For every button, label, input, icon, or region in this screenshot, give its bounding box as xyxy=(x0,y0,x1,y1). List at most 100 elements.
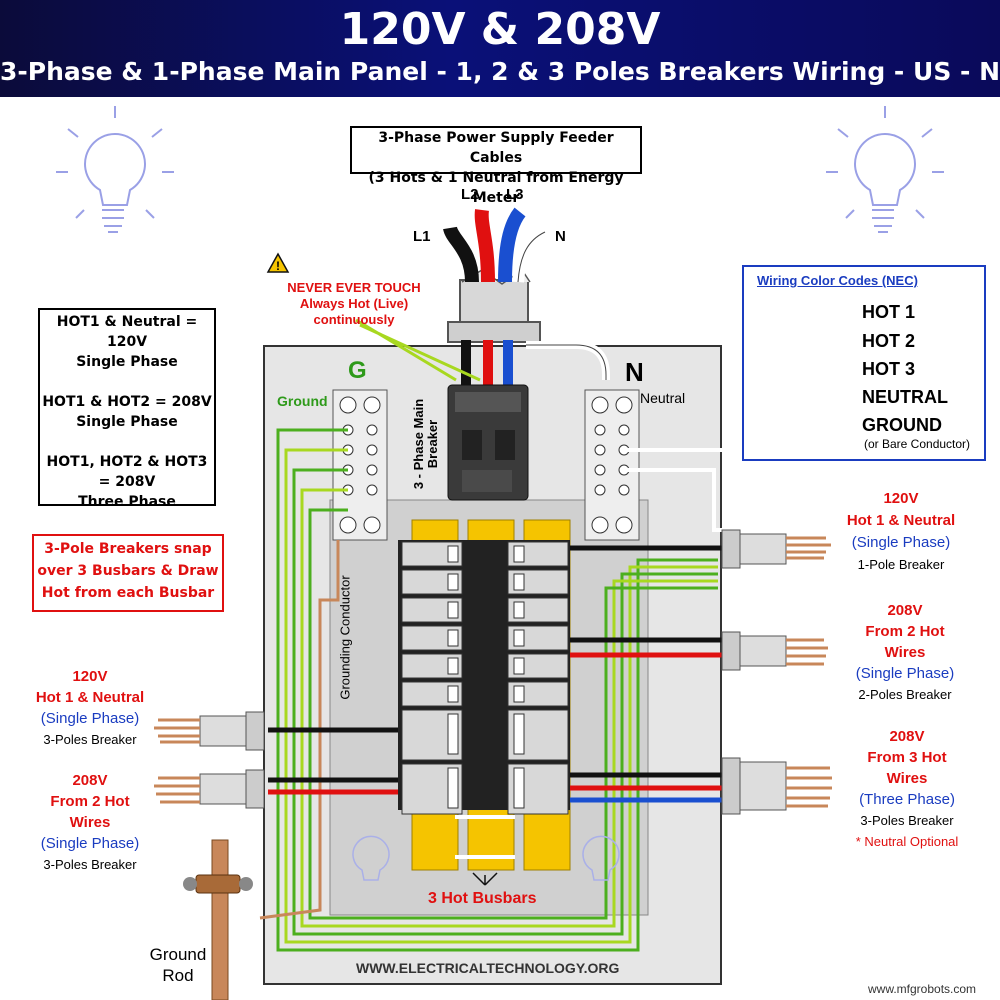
l2-phase: (Single Phase) xyxy=(40,835,140,852)
breaker-toggle[interactable] xyxy=(447,629,459,647)
r3-type-1: From 3 Hot xyxy=(867,749,947,766)
breaker-toggle[interactable] xyxy=(447,545,459,563)
breaker-toggle[interactable] xyxy=(447,713,459,755)
breaker-toggle[interactable] xyxy=(513,573,525,591)
breaker-toggle[interactable] xyxy=(513,713,525,755)
right-label-3: 208V From 3 Hot Wires (Three Phase) 3-Po… xyxy=(832,726,982,852)
l1-voltage: 120V xyxy=(72,668,108,685)
neutral-bar-n-label: N xyxy=(625,357,644,387)
breaker-toggle[interactable] xyxy=(513,629,525,647)
breaker-toggle[interactable] xyxy=(513,601,525,619)
breaker-toggle[interactable] xyxy=(447,685,459,703)
l2-type-2: Wires xyxy=(69,814,111,831)
feeder-line-2: (3 Hots & 1 Neutral from Energy Meter xyxy=(368,170,624,206)
r1-phase: (Single Phase) xyxy=(851,534,951,551)
ground-bar-label: Ground xyxy=(277,393,328,409)
lightbulb-icon xyxy=(352,835,620,881)
website-label: WWW.ELECTRICALTECHNOLOGY.ORG xyxy=(356,960,620,976)
breakers xyxy=(401,541,569,815)
cable-gland xyxy=(721,631,828,671)
voltage-c3: Three Phase xyxy=(78,494,176,510)
voltage-a2: Single Phase xyxy=(76,354,178,370)
ground-rod xyxy=(183,839,253,1000)
legend-ground-note: (or Bare Conductor) xyxy=(864,437,971,451)
r3-voltage: 208V xyxy=(889,728,925,745)
right-label-1: 120V Hot 1 & Neutral (Single Phase) 1-Po… xyxy=(826,488,976,576)
warning-label: NEVER EVER TOUCH Always Hot (Live) conti… xyxy=(284,280,424,328)
ground-bar xyxy=(332,389,388,541)
legend-neutral: NEUTRAL xyxy=(862,387,948,407)
breaker-toggle[interactable] xyxy=(513,545,525,563)
breaker-toggle[interactable] xyxy=(447,601,459,619)
l1-phase: (Single Phase) xyxy=(40,710,140,727)
voltage-b2: Single Phase xyxy=(76,414,178,430)
r2-breaker: 2-Poles Breaker xyxy=(858,687,952,702)
legend-title: Wiring Color Codes (NEC) xyxy=(757,273,918,288)
breaker-toggle[interactable] xyxy=(447,657,459,675)
right-label-2: 208V From 2 Hot Wires (Single Phase) 2-P… xyxy=(830,600,980,705)
feeder-l3-label: L3 xyxy=(506,186,524,203)
voltage-b1: HOT1 & HOT2 = 208V xyxy=(42,394,212,410)
feeder-line-1: 3-Phase Power Supply Feeder Cables xyxy=(378,130,614,166)
lightbulb-icon xyxy=(826,106,944,233)
ground-rod-label: Ground Rod xyxy=(140,944,216,986)
r2-type-1: From 2 Hot xyxy=(865,623,945,640)
svg-text:!: ! xyxy=(276,259,280,273)
legend-hot2: HOT 2 xyxy=(862,331,916,351)
r1-breaker: 1-Pole Breaker xyxy=(857,557,945,572)
legend-ground: GROUND xyxy=(862,415,942,435)
voltage-c1: HOT1, HOT2 & HOT3 xyxy=(46,454,208,470)
feeder-n-label: N xyxy=(555,228,566,245)
legend-hot1: HOT 1 xyxy=(862,302,916,322)
watermark: www.mfgrobots.com xyxy=(868,982,977,996)
ground-wires xyxy=(276,428,718,952)
main-breaker-label: 3 - Phase Main Breaker xyxy=(411,398,440,490)
feeder-wire-l2 xyxy=(474,209,495,283)
cable-gland xyxy=(721,529,831,569)
r2-type-2: Wires xyxy=(884,644,926,661)
grounding-conductor-wire xyxy=(259,540,340,920)
warning-line-3: continuously xyxy=(313,312,395,327)
warning-icon: ! xyxy=(266,252,290,273)
r1-voltage: 120V xyxy=(883,490,919,507)
page-subtitle: 3-Phase & 1-Phase Main Panel - 1, 2 & 3 … xyxy=(0,57,1000,86)
left-label-2: 208V From 2 Hot Wires (Single Phase) 3-P… xyxy=(18,770,162,875)
voltage-info-box: HOT1 & Neutral = 120V Single Phase HOT1 … xyxy=(38,308,216,510)
snap-info-box: 3-Pole Breakers snap over 3 Busbars & Dr… xyxy=(32,534,224,612)
neutral-bar-label: Neutral xyxy=(640,390,686,406)
breaker-toggle[interactable] xyxy=(513,685,525,703)
feeder-wire-n xyxy=(512,226,548,283)
grounding-conductor-label: Grounding Conductor xyxy=(337,575,353,700)
warning-line-2: Always Hot (Live) xyxy=(299,296,409,311)
feeder-wire-l1 xyxy=(443,225,479,283)
voltage-c2: = 208V xyxy=(98,474,156,490)
breaker-toggle[interactable] xyxy=(447,767,459,809)
main-breaker[interactable] xyxy=(447,384,529,501)
ground-rod-line-1: Ground xyxy=(149,945,207,964)
l2-voltage: 208V xyxy=(72,772,108,789)
busbars-label: 3 Hot Busbars xyxy=(428,890,537,907)
r2-voltage: 208V xyxy=(887,602,923,619)
breaker-toggle[interactable] xyxy=(447,573,459,591)
cable-gland xyxy=(721,757,832,815)
breaker-toggle[interactable] xyxy=(513,657,525,675)
l2-breaker: 3-Poles Breaker xyxy=(43,857,137,872)
feeder-label-box: 3-Phase Power Supply Feeder Cables (3 Ho… xyxy=(350,126,642,206)
cable-gland xyxy=(154,769,265,809)
l1-type: Hot 1 & Neutral xyxy=(35,689,145,706)
r3-breaker: 3-Poles Breaker xyxy=(860,813,954,828)
branch-wires-right xyxy=(570,448,730,803)
header-banner: 120V & 208V 3-Phase & 1-Phase Main Panel… xyxy=(0,0,1000,97)
l2-type-1: From 2 Hot xyxy=(50,793,130,810)
lightbulb-icon xyxy=(56,106,174,233)
warning-line-1: NEVER EVER TOUCH xyxy=(287,280,421,295)
r2-phase: (Single Phase) xyxy=(855,665,955,682)
snap-line-3: Hot from each Busbar xyxy=(41,585,215,601)
breaker-toggle[interactable] xyxy=(513,767,525,809)
page-title: 120V & 208V xyxy=(339,4,661,55)
cable-gland xyxy=(154,711,265,751)
feeder-wire-l3 xyxy=(498,207,526,283)
r3-phase: (Three Phase) xyxy=(859,791,955,808)
color-code-legend: Wiring Color Codes (NEC) HOT 1 HOT 2 HOT… xyxy=(742,265,986,461)
